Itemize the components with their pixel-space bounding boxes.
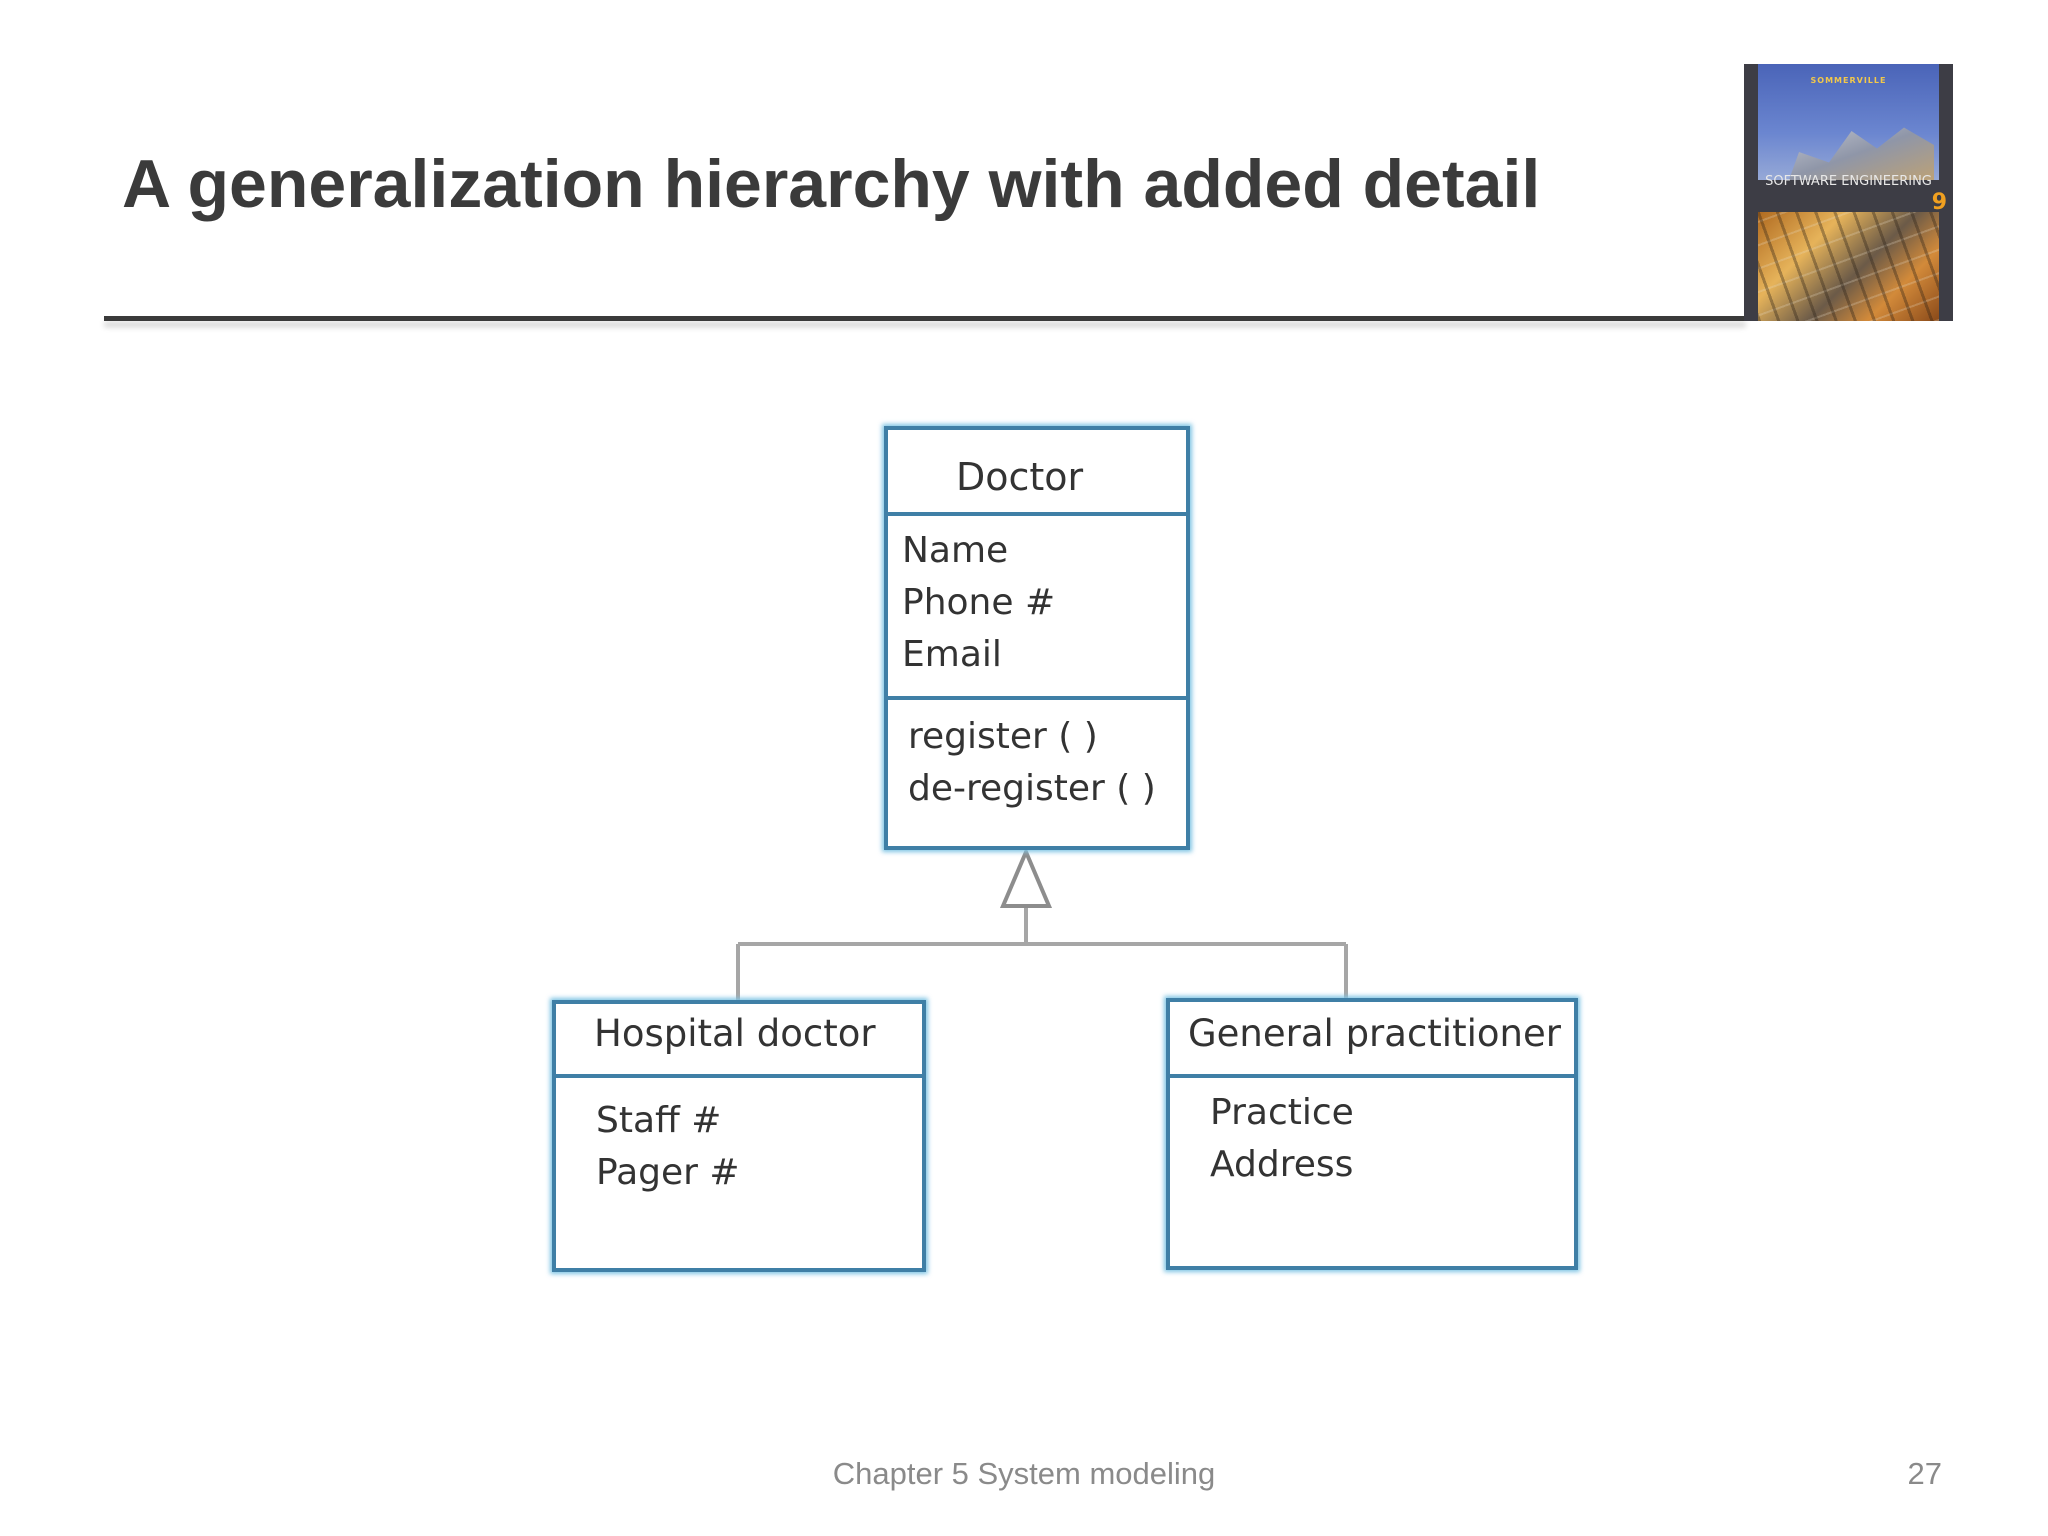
class-hospital-doctor-box [552,1000,926,1272]
class-doctor: Doctor Name Phone # Email register ( ) d… [882,424,1192,852]
generalization-connectors [736,846,1348,1002]
class-general-practitioner-name: General practitioner [1188,1012,1562,1055]
class-doctor-attr-0: Name [902,530,1008,571]
generalization-triangle [999,846,1053,908]
cover-title: SOFTWARE ENGINEERING [1765,174,1932,189]
title-underline [104,316,1746,321]
book-cover-image: SOMMERVILLE SOFTWARE ENGINEERING 9 [1744,64,1953,321]
slide-footer: Chapter 5 System modeling [832,1456,1216,1491]
cover-scaffold [1758,212,1939,321]
page-number: 27 [1907,1456,1942,1491]
slide-title: A generalization hierarchy with added de… [122,146,1541,222]
class-doctor-op-1: de-register ( ) [908,768,1156,809]
class-hospital-doctor-name: Hospital doctor [594,1012,876,1055]
class-general-practitioner-attr-0: Practice [1210,1092,1354,1133]
cover-edition: 9 [1931,190,1947,215]
class-general-practitioner-attr-1: Address [1210,1144,1353,1185]
class-general-practitioner-box [1166,998,1578,1270]
class-doctor-name: Doctor [956,455,1084,499]
class-hospital-doctor-attr-0: Staff # [596,1100,721,1141]
class-doctor-attr-2: Email [902,634,1002,675]
class-doctor-box [884,426,1190,850]
cover-author: SOMMERVILLE [1810,76,1887,85]
class-hospital-doctor-attr-1: Pager # [596,1152,740,1193]
class-doctor-op-0: register ( ) [908,716,1098,757]
class-general-practitioner: General practitioner Practice Address [1164,996,1580,1272]
class-doctor-attr-1: Phone # [902,582,1055,623]
class-hospital-doctor: Hospital doctor Staff # Pager # [550,998,928,1274]
